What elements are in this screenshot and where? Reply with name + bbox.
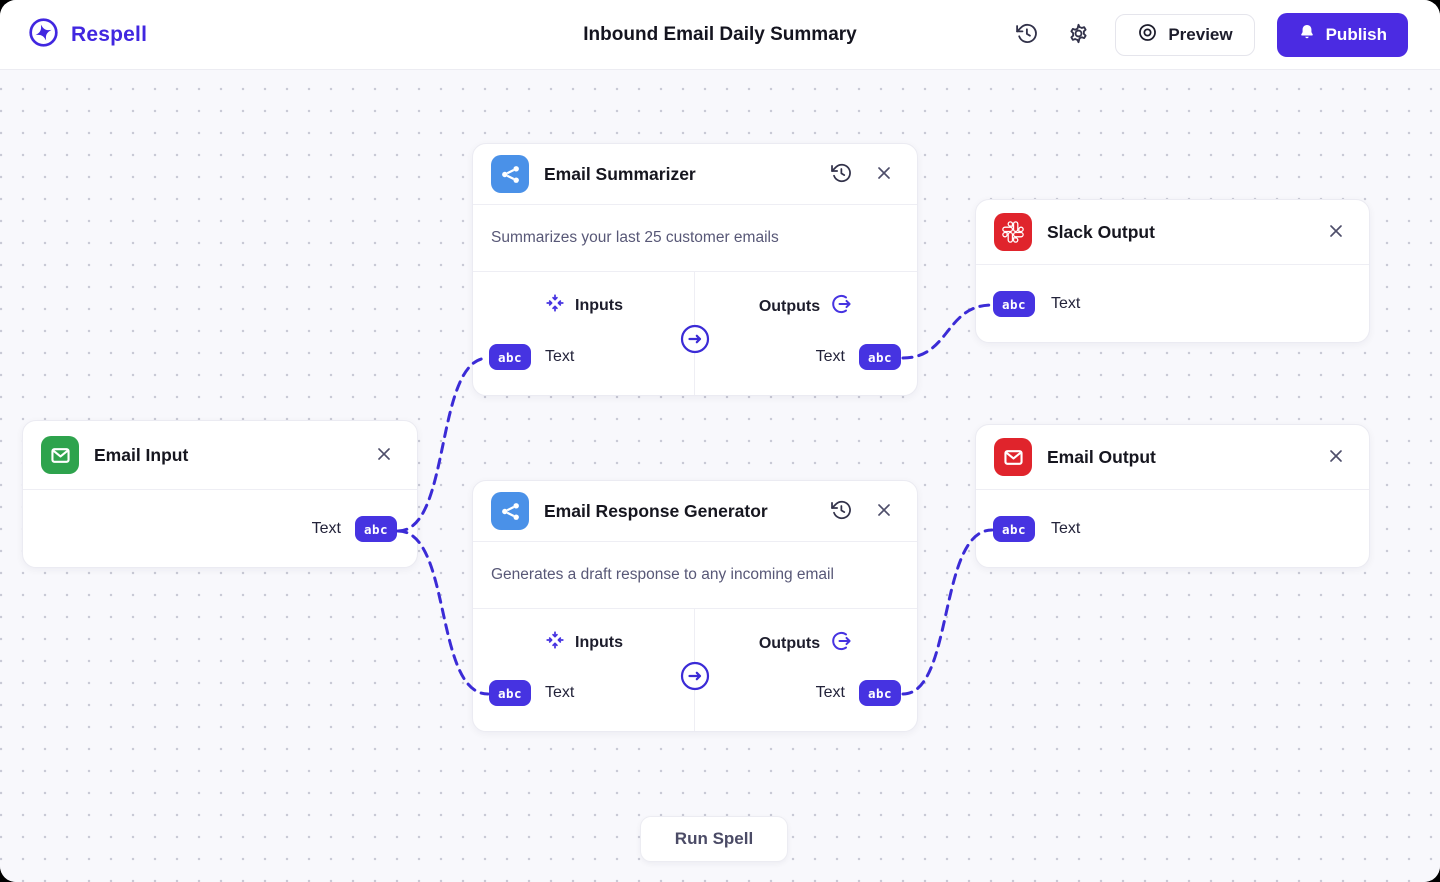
node-description: Generates a draft response to any incomi… [473, 541, 917, 608]
output-port-text[interactable]: abc [355, 516, 397, 542]
node-email-input[interactable]: Email Input Text abc [22, 420, 418, 568]
port-label: Text [545, 684, 575, 701]
port-label: Text [1051, 520, 1081, 537]
arrow-circle-icon [680, 324, 710, 359]
node-title: Email Summarizer [544, 163, 696, 184]
preview-button[interactable]: Preview [1115, 13, 1255, 56]
node-close-button[interactable] [869, 159, 899, 189]
arrow-out-circle-icon [829, 629, 853, 658]
node-history-button[interactable] [826, 159, 856, 189]
port-label: Text [1051, 295, 1081, 312]
output-port-text[interactable]: abc [859, 680, 901, 706]
node-header: Email Response Generator [473, 481, 917, 541]
workflow-canvas[interactable]: Email Summarizer [0, 70, 1440, 882]
node-close-button[interactable] [1321, 217, 1351, 247]
node-title: Email Input [94, 444, 189, 465]
respell-logo-icon [28, 17, 59, 53]
node-slack-output[interactable]: Slack Output abc Text [975, 199, 1370, 343]
node-email-summarizer[interactable]: Email Summarizer [472, 143, 918, 396]
history-icon [1015, 22, 1038, 48]
node-title: Email Output [1047, 446, 1156, 467]
topbar-actions: Preview Publish [1011, 12, 1440, 57]
node-email-response-generator[interactable]: Email Response Generator [472, 480, 918, 732]
email-icon [994, 438, 1032, 476]
history-icon [830, 162, 852, 187]
port-label: Text [545, 348, 575, 365]
arrows-in-icon [544, 292, 566, 319]
close-icon [374, 444, 394, 467]
node-close-button[interactable] [869, 496, 899, 526]
preview-eye-icon [1137, 22, 1158, 48]
port-label: Text [311, 520, 341, 537]
output-port-text[interactable]: abc [859, 344, 901, 370]
close-icon [874, 163, 894, 186]
close-icon [1326, 446, 1346, 469]
outputs-header: Outputs [695, 292, 917, 321]
arrows-in-icon [544, 629, 566, 656]
slack-icon [994, 213, 1032, 251]
node-title: Email Response Generator [544, 500, 768, 521]
publish-button[interactable]: Publish [1276, 12, 1408, 57]
node-ports: abc Text [976, 489, 1369, 568]
inputs-header: Inputs [473, 292, 694, 319]
node-header: Email Output [976, 425, 1369, 489]
node-close-button[interactable] [1321, 442, 1351, 472]
input-port-text[interactable]: abc [489, 344, 531, 370]
brand[interactable]: Respell [0, 17, 147, 53]
brand-name: Respell [71, 22, 148, 46]
node-header: Email Summarizer [473, 144, 917, 204]
input-port-text[interactable]: abc [489, 680, 531, 706]
node-io-section: Inputs abc Text Outputs [473, 608, 917, 731]
history-button[interactable] [1011, 20, 1041, 50]
publish-label: Publish [1325, 24, 1387, 44]
share-icon [491, 492, 529, 530]
preview-label: Preview [1168, 24, 1233, 44]
arrow-out-circle-icon [829, 292, 853, 321]
settings-button[interactable] [1063, 20, 1093, 50]
arrow-circle-icon [680, 661, 710, 696]
spell-title: Inbound Email Daily Summary [583, 23, 857, 45]
port-label: Text [815, 684, 845, 701]
run-spell-button[interactable]: Run Spell [640, 816, 788, 862]
node-email-output[interactable]: Email Output abc Text [975, 424, 1370, 568]
share-icon [491, 155, 529, 193]
node-close-button[interactable] [369, 440, 399, 470]
node-ports: abc Text [976, 264, 1369, 343]
history-icon [830, 499, 852, 524]
inputs-header: Inputs [473, 629, 694, 656]
port-label: Text [815, 348, 845, 365]
node-history-button[interactable] [826, 496, 856, 526]
node-io-section: Inputs abc Text Outputs [473, 271, 917, 395]
node-ports: Text abc [23, 489, 417, 568]
inputs-label: Inputs [575, 296, 623, 314]
inputs-label: Inputs [575, 633, 623, 651]
close-icon [1326, 221, 1346, 244]
top-bar: Respell Inbound Email Daily Summary [0, 0, 1440, 70]
outputs-label: Outputs [758, 634, 821, 652]
input-port-text[interactable]: abc [993, 516, 1035, 542]
bell-icon [1298, 23, 1316, 46]
outputs-label: Outputs [758, 297, 821, 315]
outputs-header: Outputs [695, 629, 917, 658]
node-title: Slack Output [1047, 221, 1155, 242]
node-description: Summarizes your last 25 customer emails [473, 204, 917, 271]
gear-icon [1067, 22, 1090, 48]
node-header: Slack Output [976, 200, 1369, 264]
email-icon [41, 436, 79, 474]
close-icon [874, 500, 894, 523]
input-port-text[interactable]: abc [993, 291, 1035, 317]
node-header: Email Input [23, 421, 417, 489]
